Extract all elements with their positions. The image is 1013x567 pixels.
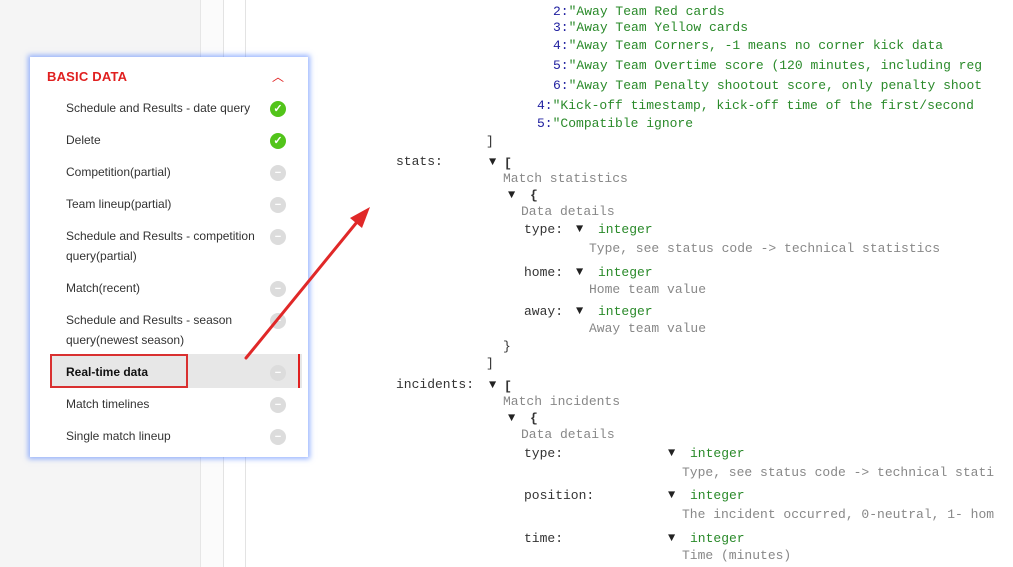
- stats-field-away-key: away:: [524, 304, 564, 319]
- outer-line-5: 5:"Compatible ignore: [537, 116, 694, 131]
- check-circle-icon: ✓: [270, 133, 286, 149]
- sidebar-item-competition[interactable]: Competition(partial): [66, 165, 171, 179]
- stats-key: stats:: [396, 154, 443, 169]
- sidebar-item-match-timelines[interactable]: Match timelines: [66, 397, 150, 411]
- stats-field-home-desc: Home team value: [589, 282, 707, 297]
- incidents-field-position-desc: The incident occurred, 0-neutral, 1- hom: [682, 507, 995, 522]
- check-circle-icon: ✓: [270, 101, 286, 117]
- stats-field-away-desc: Away team value: [589, 321, 707, 336]
- list-line-5: 5:"Away Team Overtime score (120 minutes…: [553, 58, 983, 73]
- sidebar-item-schedule-season[interactable]: Schedule and Results - season query(newe…: [66, 313, 233, 347]
- highlight-box: [50, 354, 188, 388]
- incidents-open-bracket: [: [504, 379, 512, 394]
- stats-field-type-key: type:: [524, 222, 564, 237]
- collapse-toggle-icon[interactable]: ▼: [576, 222, 584, 236]
- list-line-2: 2:"Away Team Red cards: [553, 4, 725, 19]
- incidents-field-time-type: integer: [690, 531, 745, 546]
- list-line-6: 6:"Away Team Penalty shootout score, onl…: [553, 78, 983, 93]
- incidents-field-position-key: position:: [524, 488, 595, 503]
- minus-circle-icon: −: [270, 229, 286, 245]
- stats-object-description: Data details: [521, 204, 615, 219]
- stats-description: Match statistics: [503, 171, 628, 186]
- stats-field-away-type: integer: [598, 304, 653, 319]
- stats-close-bracket: ]: [486, 356, 494, 371]
- sidebar-item-team-lineup[interactable]: Team lineup(partial): [66, 197, 172, 211]
- collapse-toggle-icon[interactable]: ▼: [508, 411, 516, 425]
- sidebar-item-match-recent[interactable]: Match(recent): [66, 281, 141, 295]
- incidents-field-time-key: time:: [524, 531, 564, 546]
- stats-open-bracket: [: [504, 156, 512, 171]
- sidebar-menu: BASIC DATA ︿ Schedule and Results - date…: [30, 57, 308, 457]
- incidents-description: Match incidents: [503, 394, 621, 409]
- collapse-toggle-icon[interactable]: ▼: [489, 378, 497, 392]
- collapse-toggle-icon[interactable]: ▼: [668, 488, 676, 502]
- incidents-field-type-desc: Type, see status code -> technical stati: [682, 465, 995, 480]
- active-item-background: [50, 354, 302, 388]
- collapse-toggle-icon[interactable]: ▼: [489, 155, 497, 169]
- chevron-up-icon[interactable]: ︿: [271, 70, 284, 84]
- collapse-toggle-icon[interactable]: ▼: [508, 188, 516, 202]
- incidents-field-position-type: integer: [690, 488, 745, 503]
- stats-object-open: {: [530, 188, 538, 203]
- list-line-4: 4:"Away Team Corners, -1 means no corner…: [553, 38, 944, 53]
- sidebar-item-delete[interactable]: Delete: [66, 133, 101, 147]
- sidebar-item-real-time-data[interactable]: Real-time data: [66, 365, 149, 379]
- collapse-toggle-icon[interactable]: ▼: [668, 446, 676, 460]
- incidents-field-type-key: type:: [524, 446, 564, 461]
- stats-field-home-key: home:: [524, 265, 564, 280]
- incidents-object-description: Data details: [521, 427, 615, 442]
- collapse-toggle-icon[interactable]: ▼: [576, 265, 584, 279]
- stats-field-type-type: integer: [598, 222, 653, 237]
- collapse-toggle-icon[interactable]: ▼: [668, 531, 676, 545]
- stats-field-home-type: integer: [598, 265, 653, 280]
- minus-circle-icon: −: [270, 281, 286, 297]
- stats-field-type-desc: Type, see status code -> technical stati…: [589, 241, 941, 256]
- section-title-basic-data[interactable]: BASIC DATA: [47, 69, 128, 84]
- incidents-field-type-type: integer: [690, 446, 745, 461]
- minus-circle-icon: −: [270, 165, 286, 181]
- minus-circle-icon: −: [270, 397, 286, 413]
- incidents-object-open: {: [530, 411, 538, 426]
- sidebar-item-single-match-lineup[interactable]: Single match lineup: [66, 429, 171, 443]
- close-bracket: ]: [486, 134, 494, 149]
- minus-circle-icon: −: [270, 429, 286, 445]
- minus-circle-icon: −: [270, 365, 286, 381]
- sidebar-item-schedule-competition[interactable]: Schedule and Results - competition query…: [66, 229, 255, 263]
- collapse-toggle-icon[interactable]: ▼: [576, 304, 584, 318]
- active-item-indicator: [298, 354, 300, 388]
- minus-circle-icon: −: [270, 197, 286, 213]
- stats-object-close: }: [503, 339, 511, 354]
- outer-line-4: 4:"Kick-off timestamp, kick-off time of …: [537, 98, 974, 113]
- list-line-3: 3:"Away Team Yellow cards: [553, 20, 749, 35]
- incidents-field-time-desc: Time (minutes): [682, 548, 792, 563]
- sidebar-item-schedule-date[interactable]: Schedule and Results - date query: [66, 101, 251, 115]
- incidents-key: incidents:: [396, 377, 475, 392]
